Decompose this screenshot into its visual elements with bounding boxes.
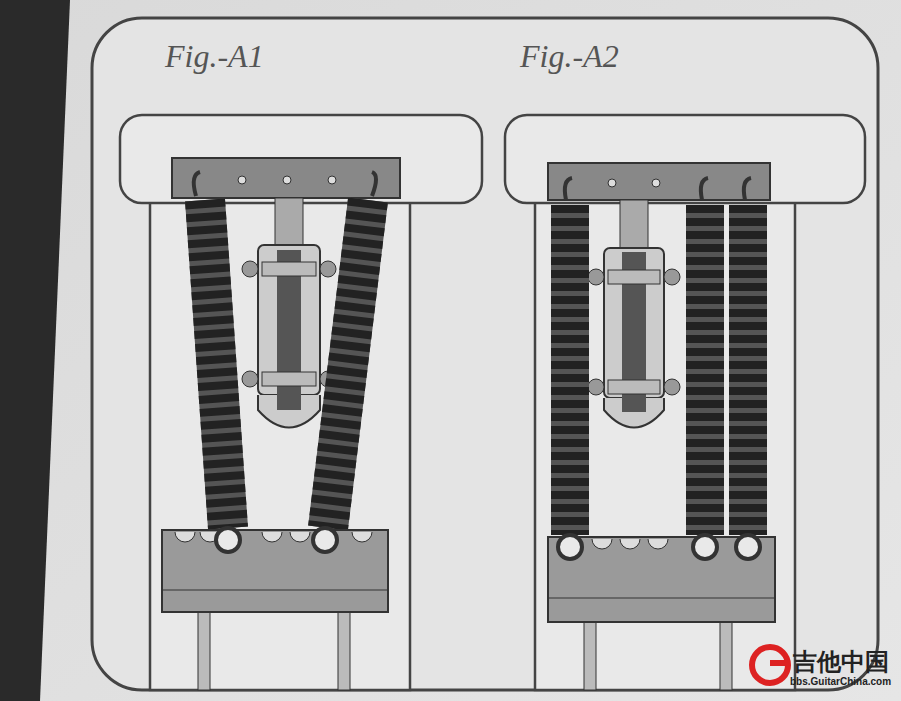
outer-frame (92, 18, 878, 690)
cavity-a1 (120, 115, 482, 690)
block-a1 (162, 528, 388, 690)
watermark-url: bbs.GuitarChina.com (790, 676, 891, 687)
figure-label: Fig.-A2 (520, 38, 619, 75)
springs-a1 (194, 172, 376, 528)
watermark-text: 吉他中国 (793, 646, 889, 678)
dark-edge (0, 0, 70, 701)
watermark-logo (752, 647, 790, 683)
springs-a2 (565, 178, 751, 535)
cavity-a2 (505, 115, 865, 690)
block-a2 (548, 535, 775, 690)
figure-label: Fig.-A1 (165, 38, 264, 75)
